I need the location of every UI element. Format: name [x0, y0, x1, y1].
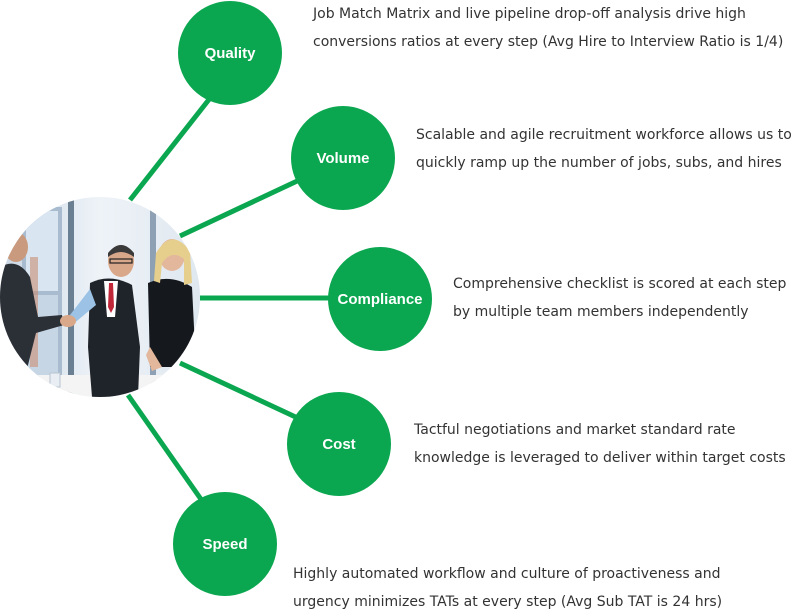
speed-label: Speed: [202, 535, 248, 553]
cost-description: Tactful negotiations and market standard…: [414, 422, 786, 466]
cost-node: Cost: [287, 392, 391, 496]
connector-volume: [178, 172, 312, 239]
quality-description: Job Match Matrix and live pipeline drop-…: [313, 6, 784, 50]
quality-label: Quality: [204, 44, 256, 62]
quality-node: Quality: [178, 1, 282, 105]
connector-speed: [125, 393, 208, 507]
compliance-node: Compliance: [328, 247, 432, 351]
volume-label: Volume: [316, 149, 370, 167]
compliance-label: Compliance: [337, 290, 423, 308]
connector-quality: [128, 86, 220, 202]
cost-label: Cost: [322, 435, 356, 453]
volume-node: Volume: [291, 106, 395, 210]
business-handshake-photo: [0, 197, 200, 397]
volume-description: Scalable and agile recruitment workforce…: [416, 127, 792, 171]
speed-description: Highly automated workflow and culture of…: [293, 566, 723, 610]
compliance-description: Comprehensive checklist is scored at eac…: [453, 276, 787, 320]
speed-node: Speed: [173, 492, 277, 596]
connector-cost: [178, 360, 304, 423]
